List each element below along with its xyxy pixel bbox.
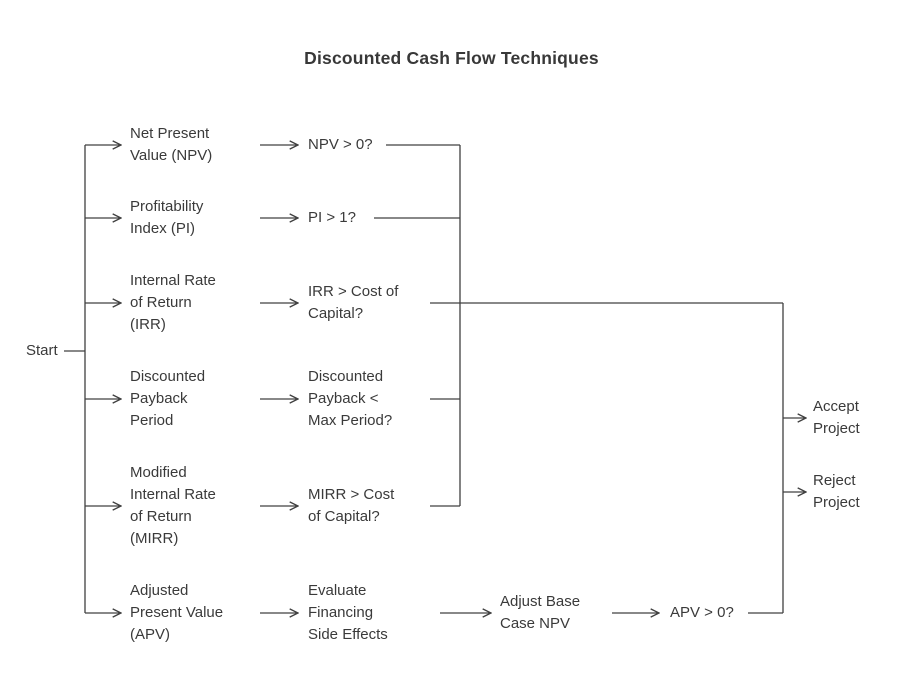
outcome-reject: Reject Project bbox=[813, 472, 860, 511]
question-dpp: Discounted Payback < Max Period? bbox=[308, 368, 393, 429]
technique-label-irr: Internal Rate of Return (IRR) bbox=[130, 272, 216, 333]
apv-step-question: APV > 0? bbox=[670, 604, 734, 621]
technique-label-apv: Adjusted Present Value (APV) bbox=[130, 582, 224, 643]
technique-label-mirr: Modified Internal Rate of Return (MIRR) bbox=[130, 464, 216, 547]
question-pi: PI > 1? bbox=[308, 209, 356, 226]
question-apv: Evaluate Financing Side Effects bbox=[308, 582, 388, 643]
question-npv: NPV > 0? bbox=[308, 136, 373, 153]
technique-label-pi: Profitability Index (PI) bbox=[130, 198, 204, 237]
apv-step-adjust-base: Adjust Base Case NPV bbox=[500, 593, 581, 632]
outcome-accept: Accept Project bbox=[813, 398, 860, 437]
diagram-title: Discounted Cash Flow Techniques bbox=[304, 48, 599, 68]
question-mirr: MIRR > Cost of Capital? bbox=[308, 486, 395, 525]
start-node: Start bbox=[26, 342, 58, 359]
technique-label-npv: Net Present Value (NPV) bbox=[130, 125, 213, 164]
question-irr: IRR > Cost of Capital? bbox=[308, 283, 399, 322]
technique-label-dpp: Discounted Payback Period bbox=[130, 368, 206, 429]
